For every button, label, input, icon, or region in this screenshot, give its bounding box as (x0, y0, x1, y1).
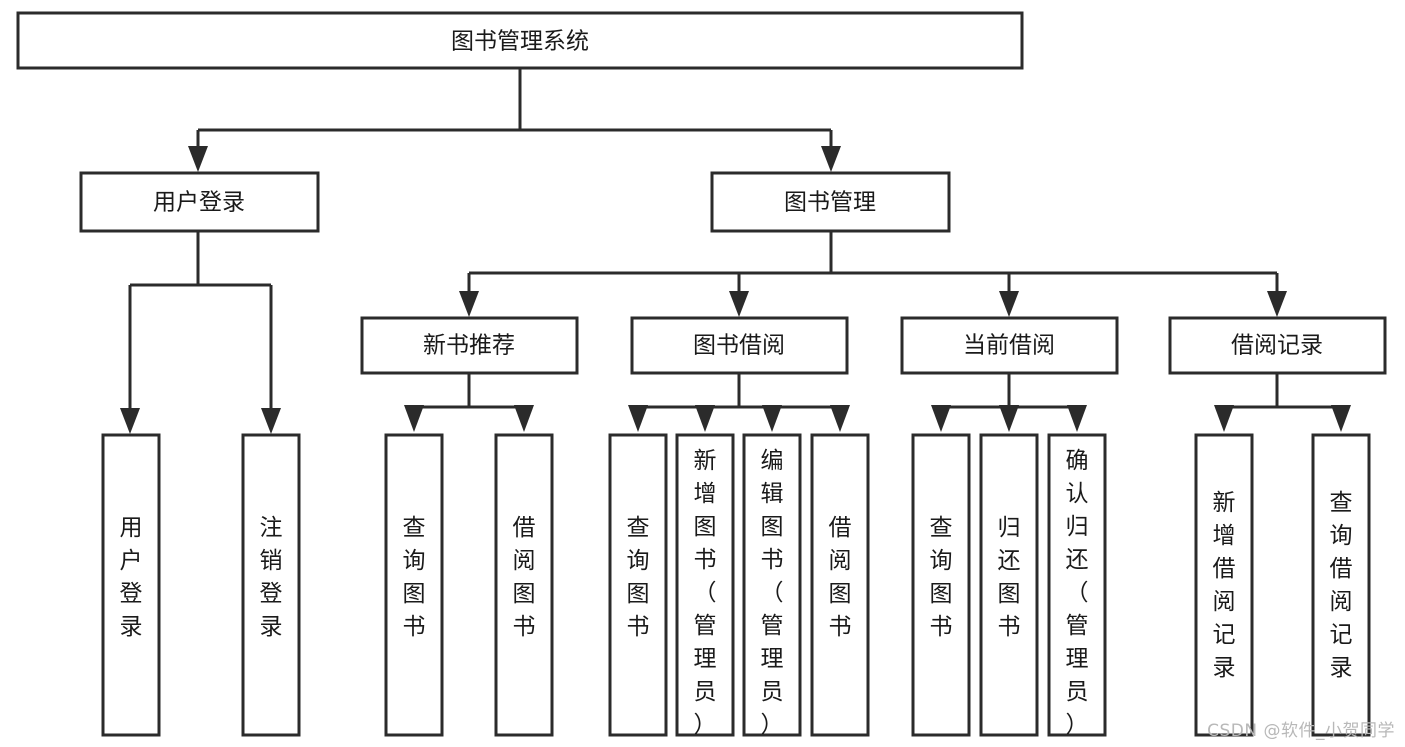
node-book-management[interactable]: 图书管理 (710, 171, 951, 233)
leaf-user-login-label: 用户登录 (120, 515, 143, 640)
leaf-add-borrow-record[interactable]: 新增借阅记录 (1194, 433, 1254, 737)
leaf-query-book-3-box[interactable] (911, 433, 971, 737)
arrowhead-leaf-logout-login (261, 408, 281, 434)
node-book-borrow-box[interactable] (630, 316, 849, 375)
node-new-book-recommend-box[interactable] (360, 316, 579, 375)
leaf-borrow-book-2-label: 借阅图书 (829, 515, 852, 640)
arrowhead-leaf-query-book-1 (404, 405, 424, 432)
arrowhead-borrow-record (1267, 291, 1287, 317)
arrowhead-current-borrow (999, 291, 1019, 317)
arrowhead-leaf-query-book-3 (931, 405, 951, 432)
leaf-add-borrow-record-box[interactable] (1194, 433, 1254, 737)
leaf-user-login-box[interactable] (101, 433, 161, 737)
leaf-confirm-return[interactable]: 确认归还（管理员） (1047, 433, 1107, 738)
leaf-query-book-3-label: 查询图书 (930, 515, 953, 640)
node-root-label: 图书管理系统 (451, 29, 589, 55)
arrowhead-leaf-add-book (695, 405, 715, 432)
leaf-confirm-return-box[interactable] (1047, 433, 1107, 737)
csdn-watermark: CSDN @软件_小贺同学 (1207, 721, 1395, 741)
leaf-return-book[interactable]: 归还图书 (979, 433, 1039, 737)
leaf-add-book-label: 新增图书（管理员） (694, 448, 717, 738)
node-new-book-recommend[interactable]: 新书推荐 (360, 316, 579, 375)
leaf-add-borrow-record-label: 新增借阅记录 (1213, 490, 1236, 681)
leaf-query-book-2-label: 查询图书 (627, 515, 650, 640)
leaf-borrow-book-2[interactable]: 借阅图书 (810, 433, 870, 737)
node-current-borrow[interactable]: 当前借阅 (900, 316, 1119, 375)
leaf-borrow-book-2-box[interactable] (810, 433, 870, 737)
arrowhead-book-borrow (729, 291, 749, 317)
leaf-add-book-box[interactable] (675, 433, 735, 737)
arrowhead-leaf-query-book-2 (628, 405, 648, 432)
node-borrow-record[interactable]: 借阅记录 (1168, 316, 1387, 375)
arrowhead-new-book-recommend (459, 291, 479, 317)
node-current-borrow-label: 当前借阅 (963, 333, 1055, 359)
arrowhead-leaf-user-login (120, 408, 140, 434)
leaf-logout-login-box[interactable] (241, 433, 301, 737)
node-book-management-label: 图书管理 (784, 190, 876, 216)
connector-layer (120, 68, 1351, 434)
leaf-query-book-1[interactable]: 查询图书 (384, 433, 444, 737)
leaf-query-book-1-label: 查询图书 (403, 515, 426, 640)
leaf-edit-book[interactable]: 编辑图书（管理员） (742, 433, 802, 738)
node-book-borrow-label: 图书借阅 (693, 333, 785, 359)
arrowhead-book-management (821, 146, 841, 172)
leaf-logout-login-label: 注销登录 (260, 515, 283, 640)
arrowhead-leaf-add-borrow-record (1214, 405, 1234, 432)
leaf-edit-book-box[interactable] (742, 433, 802, 737)
arrowhead-user-login (188, 146, 208, 172)
leaf-query-borrow-record[interactable]: 查询借阅记录 (1311, 433, 1371, 737)
leaf-user-login[interactable]: 用户登录 (101, 433, 161, 737)
node-root[interactable]: 图书管理系统 (16, 11, 1024, 70)
arrowhead-leaf-query-borrow-record (1331, 405, 1351, 432)
arrowhead-leaf-confirm-return (1067, 405, 1087, 432)
node-user-login-box[interactable] (79, 171, 320, 233)
leaf-return-book-label: 归还图书 (998, 515, 1021, 640)
leaf-add-book[interactable]: 新增图书（管理员） (675, 433, 735, 738)
node-book-borrow[interactable]: 图书借阅 (630, 316, 849, 375)
node-user-login-label: 用户登录 (153, 190, 245, 216)
leaf-confirm-return-label: 确认归还（管理员） (1066, 448, 1089, 738)
leaf-query-borrow-record-box[interactable] (1311, 433, 1371, 737)
node-book-management-box[interactable] (710, 171, 951, 233)
leaf-query-borrow-record-label: 查询借阅记录 (1330, 490, 1353, 681)
leaf-query-book-2[interactable]: 查询图书 (608, 433, 668, 737)
arrowhead-leaf-borrow-book-2 (830, 405, 850, 432)
arrowhead-leaf-borrow-book-1 (514, 405, 534, 432)
node-current-borrow-box[interactable] (900, 316, 1119, 375)
leaf-borrow-book-1-label: 借阅图书 (513, 515, 536, 640)
node-borrow-record-label: 借阅记录 (1231, 333, 1323, 359)
node-root-box[interactable] (16, 11, 1024, 70)
node-new-book-recommend-label: 新书推荐 (423, 333, 515, 359)
arrowhead-leaf-return-book (999, 405, 1019, 432)
leaf-query-book-2-box[interactable] (608, 433, 668, 737)
leaf-logout-login[interactable]: 注销登录 (241, 433, 301, 737)
leaf-query-book-3[interactable]: 查询图书 (911, 433, 971, 737)
leaf-borrow-book-1[interactable]: 借阅图书 (494, 433, 554, 737)
leaf-borrow-book-1-box[interactable] (494, 433, 554, 737)
node-borrow-record-box[interactable] (1168, 316, 1387, 375)
leaf-query-book-1-box[interactable] (384, 433, 444, 737)
leaf-return-book-box[interactable] (979, 433, 1039, 737)
leaf-edit-book-label: 编辑图书（管理员） (761, 448, 784, 738)
arrowhead-leaf-edit-book (762, 405, 782, 432)
node-user-login[interactable]: 用户登录 (79, 171, 320, 233)
